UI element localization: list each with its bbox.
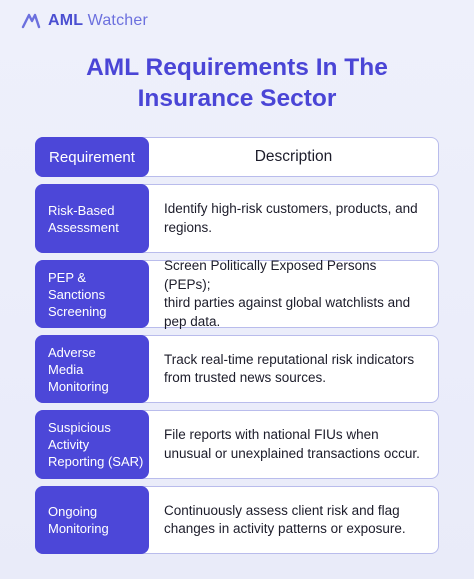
table-header: Requirement Description	[35, 137, 439, 177]
page-title: AML Requirements In The Insurance Sector	[0, 52, 474, 114]
page-title-line-2: Insurance Sector	[137, 85, 337, 112]
page-title-line-1: AML Requirements In The	[86, 54, 388, 81]
requirement-line: Reporting (SAR)	[48, 454, 144, 469]
requirement-line: Assessment	[48, 219, 119, 235]
header-requirement: Requirement	[35, 137, 149, 177]
requirement-line: Media	[48, 361, 84, 377]
requirement-line: Monitoring	[48, 378, 109, 394]
requirement-line: Ongoing	[48, 504, 98, 519]
requirement-cell: Ongoing Monitoring	[35, 486, 149, 554]
requirement-line: Suspicious	[48, 420, 111, 435]
requirement-cell: Risk-Based Assessment	[35, 184, 149, 253]
requirement-line: Sanctions	[48, 286, 106, 302]
description-line: changes in activity patterns or exposure…	[164, 521, 406, 536]
header-description: Description	[254, 147, 333, 165]
description-line: third parties against global watchlists …	[164, 295, 411, 310]
description-cell: File reports with national FIUs when unu…	[164, 411, 424, 478]
description-line: regions.	[164, 219, 213, 235]
table-row: Risk-Based Assessment Identify high-risk…	[35, 184, 439, 253]
description-line: File reports with national FIUs when	[164, 427, 379, 442]
description-line: from trusted news sources.	[164, 370, 327, 385]
description-cell: Identify high-risk customers, products, …	[164, 185, 424, 252]
description-line: unusual or unexplained transactions occu…	[164, 445, 420, 461]
description-cell: Screen Politically Exposed Persons (PEPs…	[164, 258, 424, 329]
requirement-line: PEP &	[48, 269, 87, 285]
description-line: Identify high-risk customers, products, …	[164, 201, 418, 216]
requirement-line: Screening	[48, 303, 107, 319]
requirement-line: Monitoring	[48, 521, 109, 536]
description-line: Continuously assess client risk and flag	[164, 502, 400, 518]
requirement-cell: Adverse Media Monitoring	[35, 335, 149, 403]
description-cell: Continuously assess client risk and flag…	[164, 487, 424, 553]
description-line: Track real-time reputational risk indica…	[164, 351, 415, 367]
table-row: PEP & Sanctions Screening Screen Politic…	[35, 258, 439, 329]
brand-name: AML Watcher	[48, 12, 149, 29]
description-line: pep data.	[164, 313, 221, 329]
aml-watcher-logo-icon	[21, 13, 41, 29]
requirement-line: Adverse	[48, 344, 96, 360]
table-row: Ongoing Monitoring Continuously assess c…	[35, 486, 439, 554]
requirement-cell: Suspicious Activity Reporting (SAR)	[35, 410, 149, 479]
requirement-line: Activity	[48, 437, 90, 452]
requirement-cell: PEP & Sanctions Screening	[35, 260, 149, 328]
description-cell: Track real-time reputational risk indica…	[164, 336, 424, 402]
description-line: Screen Politically Exposed Persons (PEPs…	[164, 258, 377, 292]
brand-logo: AML Watcher	[21, 11, 148, 31]
requirement-line: Risk-Based	[48, 202, 115, 218]
table-row: Adverse Media Monitoring Track real-time…	[35, 335, 439, 403]
table-row: Suspicious Activity Reporting (SAR) File…	[35, 410, 439, 479]
